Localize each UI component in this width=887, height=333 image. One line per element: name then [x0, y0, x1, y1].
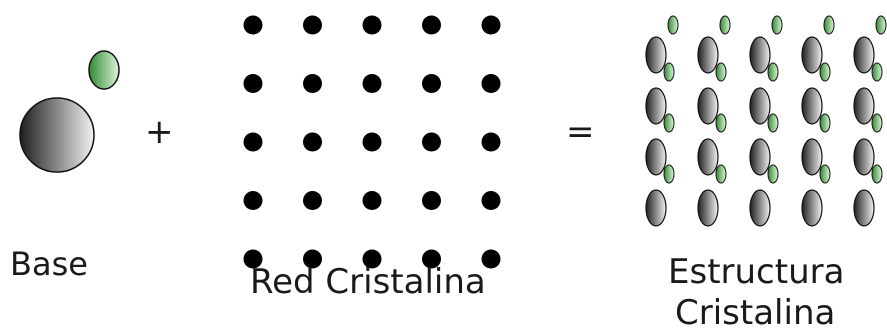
- structure-small-atom: [768, 165, 778, 183]
- structure-large-atom: [802, 88, 822, 124]
- structure-large-atom: [750, 88, 770, 124]
- structure-small-atom: [772, 16, 782, 34]
- plus-sign: +: [145, 112, 174, 152]
- structure-small-atom: [876, 16, 886, 34]
- structure-small-atom: [664, 63, 674, 81]
- lattice-point: [422, 191, 441, 210]
- structure-small-atom: [872, 63, 882, 81]
- structure-small-atom: [872, 114, 882, 132]
- lattice-point: [303, 133, 322, 152]
- structure-small-atom: [824, 16, 834, 34]
- lattice-point: [422, 74, 441, 93]
- structure-large-atom: [698, 190, 718, 226]
- equals-sign: =: [566, 112, 595, 152]
- lattice-label: Red Cristalina: [250, 262, 486, 302]
- lattice-point: [422, 16, 441, 35]
- structure-small-atom: [668, 16, 678, 34]
- structure-large-atom: [698, 139, 718, 175]
- basis-small-atom: [89, 51, 119, 89]
- structure-small-atom: [716, 165, 726, 183]
- structure-small-atom: [720, 16, 730, 34]
- structure-large-atom: [750, 139, 770, 175]
- lattice-point: [482, 133, 501, 152]
- structure-small-atom: [664, 165, 674, 183]
- structure-large-atom: [698, 88, 718, 124]
- lattice-point: [363, 16, 382, 35]
- lattice-point: [244, 16, 263, 35]
- lattice-point: [363, 74, 382, 93]
- lattice-point: [303, 16, 322, 35]
- lattice-point: [363, 191, 382, 210]
- structure-large-atom: [802, 37, 822, 73]
- structure-large-atom: [750, 190, 770, 226]
- lattice-point: [482, 16, 501, 35]
- structure-small-atom: [716, 63, 726, 81]
- structure-small-atom: [768, 63, 778, 81]
- structure-large-atom: [854, 139, 874, 175]
- structure-small-atom: [820, 114, 830, 132]
- lattice-point: [422, 133, 441, 152]
- basis-label: Base: [10, 245, 88, 283]
- structure-large-atom: [698, 37, 718, 73]
- lattice-point: [244, 74, 263, 93]
- lattice-point: [244, 133, 263, 152]
- structure-large-atom: [802, 190, 822, 226]
- lattice-point: [482, 191, 501, 210]
- structure-small-atom: [768, 114, 778, 132]
- basis-large-atom: [20, 98, 94, 172]
- structure-large-atom: [750, 37, 770, 73]
- lattice-point: [363, 133, 382, 152]
- structure-small-atom: [820, 165, 830, 183]
- structure-small-atom: [820, 63, 830, 81]
- lattice-point: [482, 74, 501, 93]
- structure-large-atom: [802, 139, 822, 175]
- crystal-structure-grid: [646, 16, 886, 226]
- structure-large-atom: [854, 88, 874, 124]
- structure-small-atom: [872, 165, 882, 183]
- structure-label-line2: Cristalina: [675, 293, 835, 333]
- lattice-grid: [244, 16, 501, 269]
- structure-label-line1: Estructura: [668, 252, 844, 292]
- lattice-point: [303, 74, 322, 93]
- structure-large-atom: [854, 37, 874, 73]
- structure-small-atom: [716, 114, 726, 132]
- lattice-point: [244, 191, 263, 210]
- structure-large-atom: [646, 139, 666, 175]
- lattice-point: [303, 191, 322, 210]
- basis-group: Base: [10, 51, 119, 283]
- structure-large-atom: [646, 190, 666, 226]
- structure-large-atom: [854, 190, 874, 226]
- structure-large-atom: [646, 88, 666, 124]
- structure-large-atom: [646, 37, 666, 73]
- structure-small-atom: [664, 114, 674, 132]
